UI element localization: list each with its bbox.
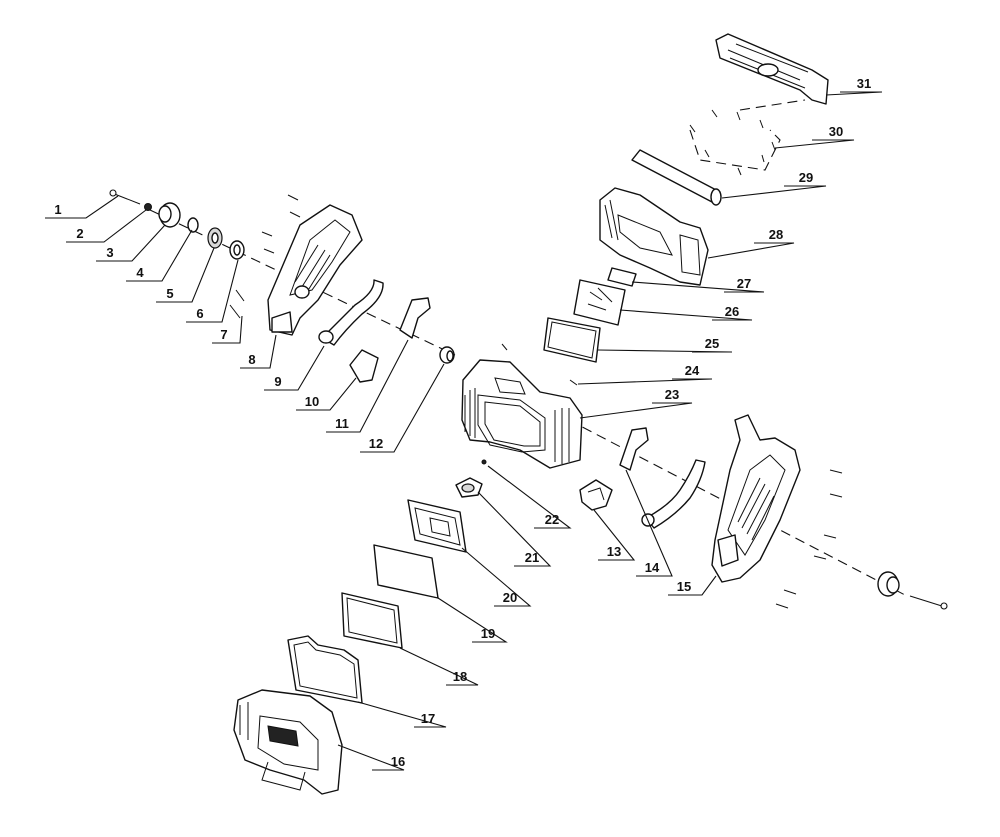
part-29-tube xyxy=(631,149,722,206)
callout-20: 20 xyxy=(503,590,517,605)
part-2-washer xyxy=(144,203,152,211)
callout-29: 29 xyxy=(799,170,813,185)
callout-10: 10 xyxy=(305,394,319,409)
part-27-switch xyxy=(607,267,637,287)
callout-13: 13 xyxy=(607,544,621,559)
part-21-button xyxy=(455,477,483,498)
part-25-gasket xyxy=(543,317,601,363)
callout-14: 14 xyxy=(645,560,660,575)
callout-1: 1 xyxy=(54,202,61,217)
callout-26: 26 xyxy=(725,304,739,319)
part-3-knob xyxy=(158,202,181,228)
callout-15: 15 xyxy=(677,579,691,594)
part-11-bracket xyxy=(399,297,431,339)
part-15-right-housing xyxy=(711,414,801,583)
part-15-screws xyxy=(775,469,843,609)
callout-31: 31 xyxy=(857,76,871,91)
part-15-hook xyxy=(641,459,706,529)
part-5-gear xyxy=(207,227,223,249)
part-8-screws xyxy=(261,194,301,254)
callout-25: 25 xyxy=(705,336,719,351)
part-14-bracket xyxy=(619,427,649,471)
part-13-latch xyxy=(579,479,613,511)
callout-8: 8 xyxy=(248,352,255,367)
part-8-left-housing xyxy=(267,204,363,336)
callout-2: 2 xyxy=(76,226,83,241)
part-18-gasket xyxy=(341,592,403,649)
callout-6: 6 xyxy=(196,306,203,321)
part-7-screws xyxy=(229,289,245,319)
part-20-lens-frame xyxy=(407,499,467,553)
callout-7: 7 xyxy=(220,327,227,342)
callout-16: 16 xyxy=(391,754,405,769)
callout-9: 9 xyxy=(274,374,281,389)
part-10-cap xyxy=(349,349,379,383)
callout-22: 22 xyxy=(545,512,559,527)
part-6-ring xyxy=(229,240,245,260)
callout-3: 3 xyxy=(106,245,113,260)
callout-19: 19 xyxy=(481,626,495,641)
leader-lines xyxy=(45,91,883,771)
callout-4: 4 xyxy=(136,265,144,280)
assembly-axis xyxy=(149,99,906,596)
callout-17: 17 xyxy=(421,711,435,726)
callout-18: 18 xyxy=(453,669,467,684)
callout-5: 5 xyxy=(166,286,173,301)
callout-12: 12 xyxy=(369,436,383,451)
part-16-front-bumper xyxy=(233,689,343,795)
part-12-knob xyxy=(439,346,455,364)
part-4-ring xyxy=(187,217,199,233)
part-17-seal xyxy=(287,635,363,704)
part-23-center-housing xyxy=(461,359,583,469)
part-19-lens xyxy=(373,544,439,599)
part-28-rear-housing xyxy=(599,187,709,286)
right-knob xyxy=(877,571,948,610)
part-24-screw xyxy=(501,343,578,386)
callout-30: 30 xyxy=(829,124,843,139)
callout-24: 24 xyxy=(685,363,700,378)
part-26-circuit-board xyxy=(573,279,626,326)
callout-27: 27 xyxy=(737,276,751,291)
callout-21: 21 xyxy=(525,550,539,565)
callout-11: 11 xyxy=(335,416,349,431)
callout-28: 28 xyxy=(769,227,783,242)
part-31-handle-plate xyxy=(715,33,829,105)
part-22-screw xyxy=(481,459,487,465)
part-1-screw xyxy=(109,189,141,205)
callout-23: 23 xyxy=(665,387,679,402)
callout-labels: 1 2 3 4 5 6 7 8 9 10 11 12 13 14 15 16 1… xyxy=(54,76,871,769)
part-30-screws xyxy=(689,109,776,176)
part-9-hook xyxy=(318,279,384,346)
